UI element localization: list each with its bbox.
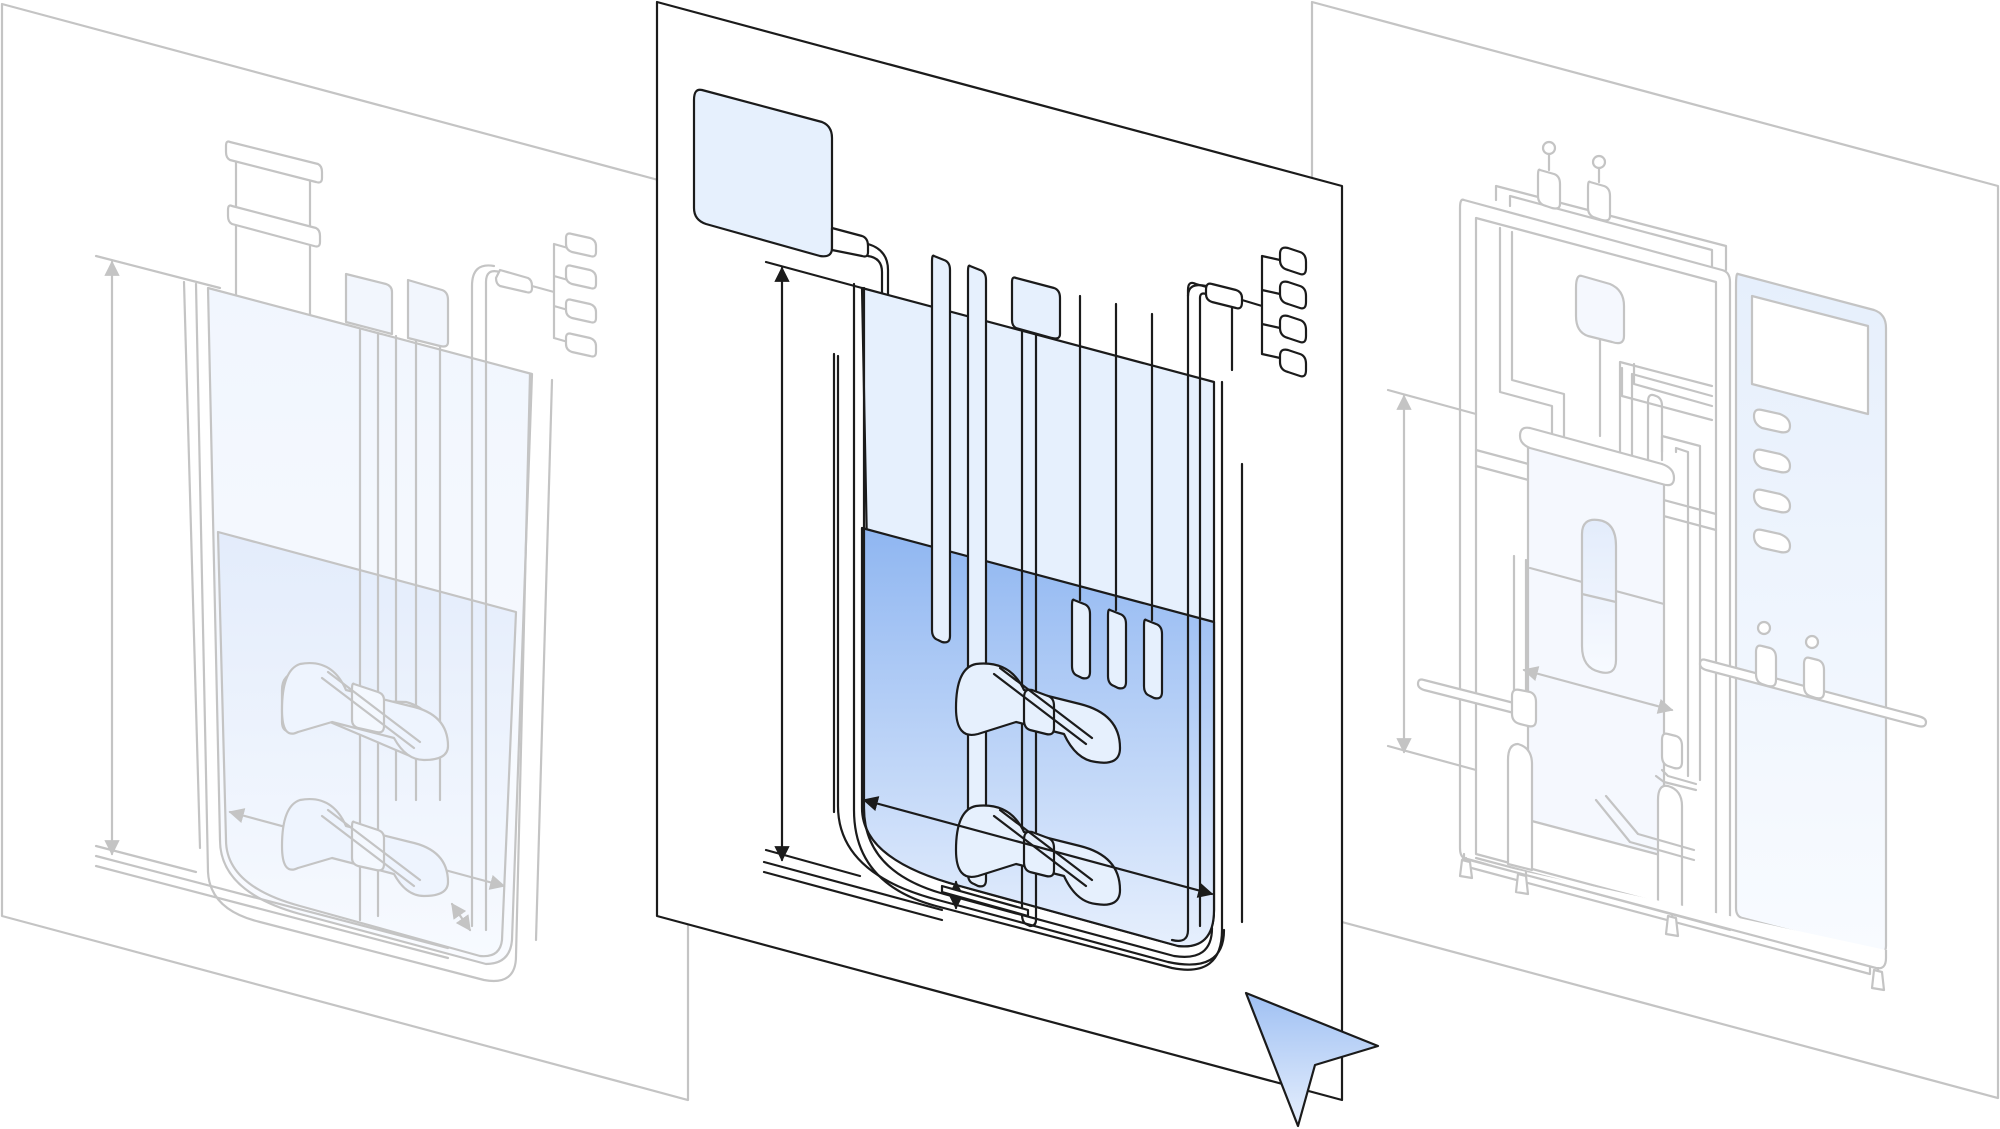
cursor-arrow-icon <box>1244 991 1380 1128</box>
left-valve-1 <box>564 232 598 258</box>
left-upper-impeller <box>280 661 450 762</box>
controller-box <box>692 88 834 258</box>
center-valve-2 <box>1278 280 1308 310</box>
right-foot-1 <box>1458 858 1474 880</box>
center-probe-short-2 <box>1106 608 1128 690</box>
left-top-clamp <box>224 140 324 184</box>
right-cabinet-button-2 <box>1752 448 1792 474</box>
center-bioreactor-layer <box>655 0 1344 1102</box>
right-cabinet-screen <box>1750 294 1870 416</box>
left-valve-2 <box>564 264 598 290</box>
center-valve-4 <box>1278 348 1308 378</box>
center-probe-short-3 <box>1142 618 1164 700</box>
center-valve-1 <box>1278 246 1308 276</box>
center-valve-3 <box>1278 314 1308 344</box>
center-probe-2 <box>966 264 988 888</box>
right-equipment-layer <box>1310 0 2000 1100</box>
right-cabinet-button-4 <box>1752 528 1792 554</box>
right-foot-2 <box>1514 872 1530 896</box>
left-bioreactor-layer <box>0 2 690 1102</box>
left-probe-box-2 <box>406 278 450 348</box>
right-foot-3 <box>1664 914 1680 938</box>
right-top-vessel <box>1574 274 1626 345</box>
center-probe-box <box>1010 276 1062 340</box>
center-probe-short-1 <box>1070 598 1092 680</box>
center-upper-impeller <box>954 662 1122 764</box>
left-valve-3 <box>564 298 598 324</box>
left-probe-box-1 <box>344 272 394 336</box>
right-cabinet-button-1 <box>1752 408 1792 434</box>
right-cabinet-button-3 <box>1752 488 1792 514</box>
left-lower-impeller <box>280 797 450 898</box>
center-probe-1 <box>930 254 952 644</box>
left-valve-4 <box>564 332 598 358</box>
right-foot-4 <box>1870 968 1886 992</box>
left-panel-frame <box>0 2 690 1102</box>
